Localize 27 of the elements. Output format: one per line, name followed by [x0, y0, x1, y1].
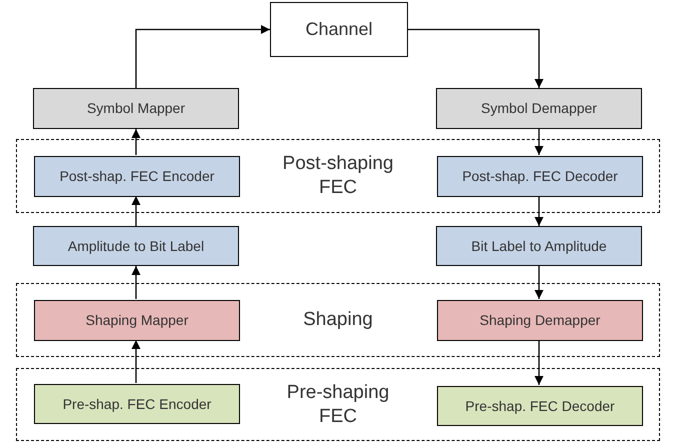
- arrow: [132, 266, 140, 299]
- group-label: Pre-shaping FEC: [286, 380, 390, 428]
- arrow: [135, 25, 270, 88]
- arrow: [132, 129, 140, 155]
- channel-box: Channel: [270, 2, 408, 57]
- process-box: Shaping Demapper: [437, 300, 643, 341]
- process-box: Symbol Demapper: [436, 88, 642, 129]
- dashed-group-box: [16, 368, 660, 441]
- arrow: [534, 340, 544, 385]
- group-label: Post-shaping FEC: [282, 152, 394, 200]
- dashed-group-box: [16, 283, 660, 357]
- process-box: Amplitude to Bit Label: [33, 226, 239, 266]
- group-label: Shaping: [303, 308, 373, 332]
- arrow: [132, 196, 140, 226]
- process-box: Bit Label to Amplitude: [436, 226, 642, 266]
- process-box: Symbol Mapper: [33, 88, 239, 129]
- arrow: [132, 340, 140, 383]
- process-box: Post-shap. FEC Decoder: [437, 156, 643, 197]
- process-box: Post-shap. FEC Encoder: [34, 156, 240, 197]
- process-box: Shaping Mapper: [34, 300, 240, 341]
- dashed-group-box: [16, 139, 660, 213]
- process-box: Pre-shap. FEC Encoder: [34, 384, 240, 424]
- process-box: Pre-shap. FEC Decoder: [437, 386, 643, 426]
- arrow: [534, 196, 544, 226]
- arrow: [408, 28, 544, 88]
- arrow: [534, 266, 544, 299]
- arrow: [534, 129, 544, 155]
